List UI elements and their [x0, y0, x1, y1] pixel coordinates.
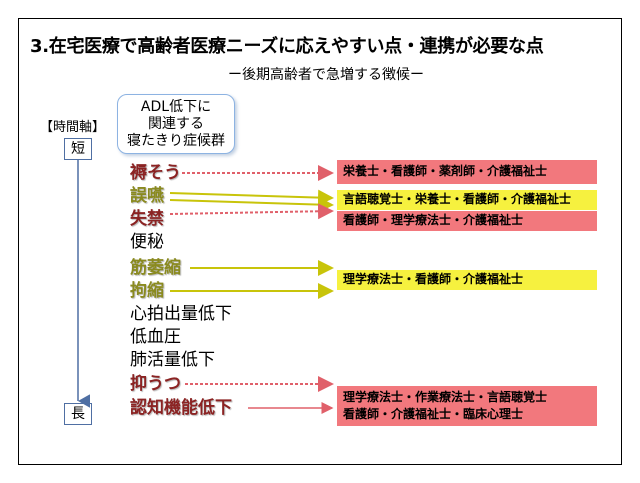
symptom-pressure-ulcer: 褥そう — [130, 163, 181, 183]
adl-callout-line: 関連する — [148, 116, 204, 132]
adl-callout-box: ADL低下に 関連する 寝たきり症候群 — [117, 94, 235, 154]
team-box-muscle: 理学療法士・看護師・介護福祉士 — [337, 270, 597, 290]
symptom-constipation: 便秘 — [130, 232, 164, 252]
team-line: 理学療法士・作業療法士・言語聴覚士 — [343, 390, 548, 404]
time-axis-label: 【時間軸】 — [40, 120, 106, 135]
team-box-aspiration: 言語聴覚士・栄養士・看護師・介護福祉士 — [337, 190, 597, 210]
slide-frame — [18, 18, 622, 465]
team-box-incontinence: 看護師・理学療法士・介護福祉士 — [337, 211, 597, 231]
team-line: 言語聴覚士・栄養士・看護師・介護福祉士 — [343, 192, 572, 206]
slide-title: 3.在宅医療で高齢者医療ニーズに応えやすい点・連携が必要な点 — [30, 36, 544, 57]
team-line: 看護師・介護福祉士・臨床心理士 — [343, 407, 524, 421]
symptom-contracture: 拘縮 — [130, 281, 164, 301]
symptom-cognitive-decline: 認知機能低下 — [130, 398, 232, 418]
time-axis-short-box: 短 — [64, 138, 92, 160]
team-line: 看護師・理学療法士・介護福祉士 — [343, 213, 524, 227]
symptom-low-vital-capacity: 肺活量低下 — [130, 350, 215, 370]
symptom-incontinence: 失禁 — [130, 209, 164, 229]
arrow-aspiration-2 — [169, 196, 334, 213]
adl-callout-line: ADL低下に — [140, 99, 212, 115]
symptom-low-cardiac-output: 心拍出量低下 — [130, 304, 232, 324]
slide-subtitle: ー後期高齢者で急増する徴候ー — [228, 67, 424, 83]
team-box-cognitive: 理学療法士・作業療法士・言語聴覚士 看護師・介護福祉士・臨床心理士 — [337, 386, 597, 426]
arrow-incontinence — [169, 203, 334, 220]
team-line: 栄養士・看護師・薬剤師・介護福祉士 — [343, 164, 548, 178]
team-box-pressure-ulcer: 栄養士・看護師・薬剤師・介護福祉士 — [337, 160, 597, 184]
adl-callout-line: 寝たきり症候群 — [127, 133, 225, 149]
arrow-aspiration-1 — [169, 189, 334, 206]
symptom-aspiration: 誤嚥 — [130, 186, 164, 206]
symptom-hypotension: 低血圧 — [130, 327, 181, 347]
symptom-depression: 抑うつ — [130, 374, 181, 394]
symptom-muscle-atrophy: 筋萎縮 — [130, 258, 181, 278]
time-axis-long-box: 長 — [64, 403, 92, 425]
team-line: 理学療法士・看護師・介護福祉士 — [343, 272, 524, 286]
